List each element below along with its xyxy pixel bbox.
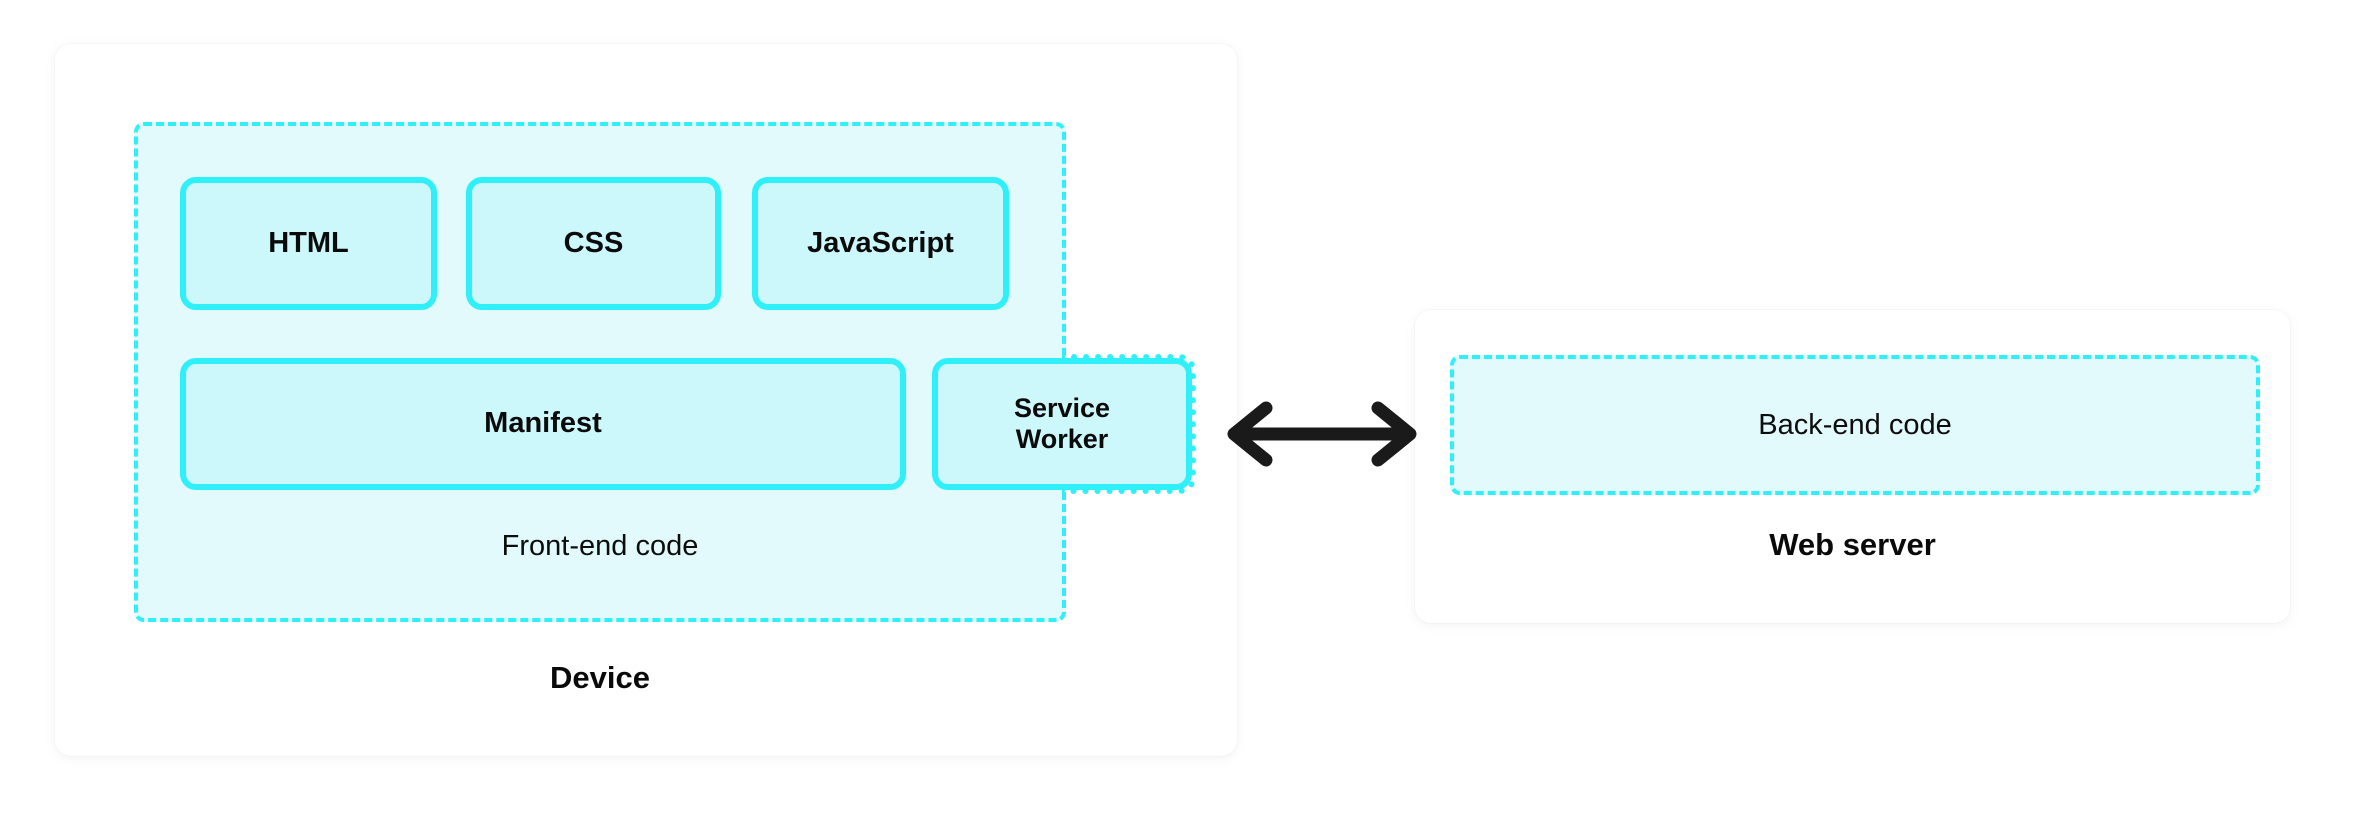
- html-box-label: HTML: [268, 226, 349, 259]
- device-title: Device: [550, 660, 650, 695]
- backend-code-caption: Back-end code: [1758, 408, 1952, 441]
- javascript-box-label: JavaScript: [807, 226, 954, 259]
- service-worker-box[interactable]: Service Worker: [932, 358, 1192, 490]
- backend-code-region: [1450, 355, 2260, 495]
- frontend-code-caption: Front-end code: [501, 530, 699, 562]
- html-box[interactable]: HTML: [180, 177, 437, 310]
- web-server-title: Web server: [1769, 527, 1936, 562]
- service-worker-label-line1: Service: [1013, 392, 1111, 423]
- manifest-box-label: Manifest: [484, 407, 602, 440]
- manifest-box[interactable]: Manifest: [180, 358, 906, 490]
- javascript-box[interactable]: JavaScript: [752, 177, 1009, 310]
- css-box-label: CSS: [563, 226, 624, 259]
- bidirectional-arrow-icon: [1227, 401, 1417, 467]
- css-box[interactable]: CSS: [466, 177, 721, 310]
- service-worker-label-line2: Worker: [1015, 424, 1109, 454]
